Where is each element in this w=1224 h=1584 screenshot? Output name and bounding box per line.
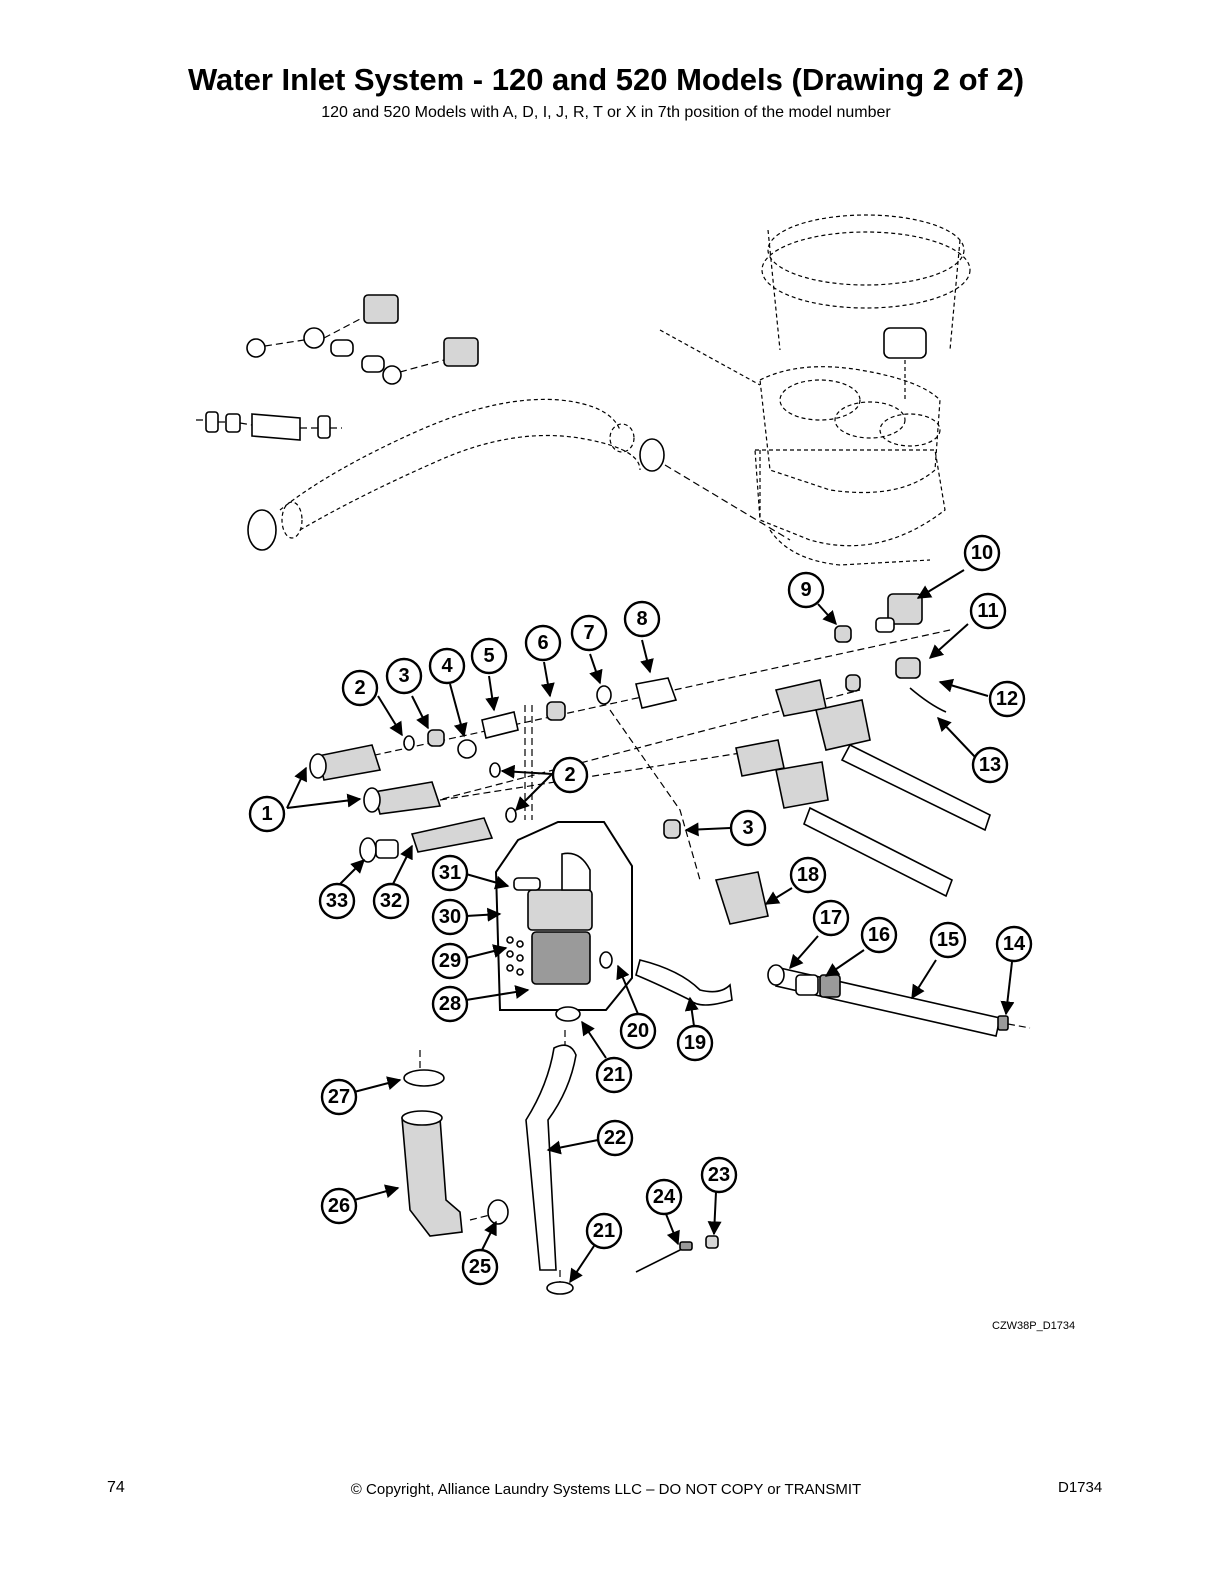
svg-text:32: 32 [380, 890, 402, 912]
svg-text:27: 27 [328, 1086, 350, 1108]
leader-lines [286, 569, 1015, 1284]
upper-inlet-parts [196, 294, 479, 441]
page-title: Water Inlet System - 120 and 520 Models … [187, 62, 1025, 97]
callout-3b: 3 [729, 809, 767, 847]
callout-33: 33 [318, 882, 356, 920]
callout-7: 7 [570, 614, 608, 652]
callout-17: 17 [812, 899, 850, 937]
callout-26: 26 [320, 1187, 358, 1225]
callout-2b: 2 [551, 756, 589, 794]
callout-15: 15 [929, 921, 967, 959]
svg-text:21: 21 [603, 1064, 625, 1086]
svg-text:31: 31 [439, 862, 461, 884]
svg-text:23: 23 [708, 1164, 730, 1186]
svg-text:5: 5 [483, 645, 494, 667]
callout-16: 16 [860, 916, 898, 954]
svg-text:20: 20 [627, 1020, 649, 1042]
callout-25: 25 [461, 1248, 499, 1286]
svg-text:14: 14 [1003, 933, 1026, 955]
callout-4: 4 [428, 647, 466, 685]
inlet-hoses [309, 744, 494, 863]
svg-text:24: 24 [653, 1186, 676, 1208]
callout-1: 1 [248, 795, 286, 833]
callout-21b: 21 [585, 1212, 623, 1250]
callout-19: 19 [676, 1024, 714, 1062]
fittings [403, 625, 861, 839]
svg-text:2: 2 [564, 764, 575, 786]
callout-18: 18 [789, 856, 827, 894]
svg-text:28: 28 [439, 993, 461, 1015]
svg-text:16: 16 [868, 924, 890, 946]
callout-12: 12 [988, 680, 1026, 718]
svg-text:19: 19 [684, 1032, 706, 1054]
callout-8: 8 [623, 600, 661, 638]
large-hose-ghost [247, 398, 791, 551]
svg-text:7: 7 [583, 622, 594, 644]
page-number: 74 [107, 1479, 125, 1496]
svg-text:13: 13 [979, 754, 1001, 776]
callout-22: 22 [596, 1119, 634, 1157]
copyright-notice: © Copyright, Alliance Laundry Systems LL… [350, 1481, 862, 1498]
svg-text:6: 6 [537, 632, 548, 654]
svg-text:22: 22 [604, 1127, 626, 1149]
callout-30: 30 [431, 898, 469, 936]
callout-24: 24 [645, 1178, 683, 1216]
callout-31: 31 [431, 854, 469, 892]
svg-text:2: 2 [354, 677, 365, 699]
callout-6: 6 [524, 624, 562, 662]
callout-2: 2 [341, 669, 379, 707]
svg-text:4: 4 [441, 655, 453, 677]
svg-text:8: 8 [636, 608, 647, 630]
svg-text:30: 30 [439, 906, 461, 928]
callout-28: 28 [431, 985, 469, 1023]
lower-parts [401, 871, 1031, 1295]
callout-14: 14 [995, 925, 1033, 963]
svg-text:26: 26 [328, 1195, 350, 1217]
callout-9: 9 [787, 571, 825, 609]
svg-text:1: 1 [261, 803, 272, 825]
svg-text:29: 29 [439, 950, 461, 972]
callout-23: 23 [700, 1156, 738, 1194]
svg-text:3: 3 [398, 665, 409, 687]
svg-text:25: 25 [469, 1256, 491, 1278]
callout-32: 32 [372, 882, 410, 920]
page-subtitle: 120 and 520 Models with A, D, I, J, R, T… [321, 104, 891, 121]
callout-29: 29 [431, 942, 469, 980]
callout-5: 5 [470, 637, 508, 675]
heater-panel [494, 821, 633, 1011]
svg-text:15: 15 [937, 929, 959, 951]
callout-20: 20 [619, 1012, 657, 1050]
callout-11: 11 [969, 592, 1007, 630]
svg-text:18: 18 [797, 864, 819, 886]
svg-text:17: 17 [820, 907, 842, 929]
svg-text:12: 12 [996, 688, 1018, 710]
drawing-code: CZW38P_D1734 [992, 1320, 1076, 1332]
svg-text:9: 9 [800, 579, 811, 601]
callout-3: 3 [385, 657, 423, 695]
svg-text:3: 3 [742, 817, 753, 839]
callout-27: 27 [320, 1078, 358, 1116]
svg-text:33: 33 [326, 890, 348, 912]
dispenser-assembly-ghost [659, 214, 971, 566]
svg-text:11: 11 [977, 600, 998, 622]
svg-text:21: 21 [593, 1220, 615, 1242]
inlet-valves [735, 593, 991, 898]
callout-13: 13 [971, 746, 1009, 784]
callout-bubbles: 1 2 3 4 5 6 7 8 9 10 11 12 13 2 3 18 17 … [248, 534, 1033, 1286]
callout-10: 10 [963, 534, 1001, 572]
svg-text:10: 10 [971, 542, 993, 564]
document-code: D1734 [1058, 1479, 1103, 1496]
callout-21: 21 [595, 1056, 633, 1094]
